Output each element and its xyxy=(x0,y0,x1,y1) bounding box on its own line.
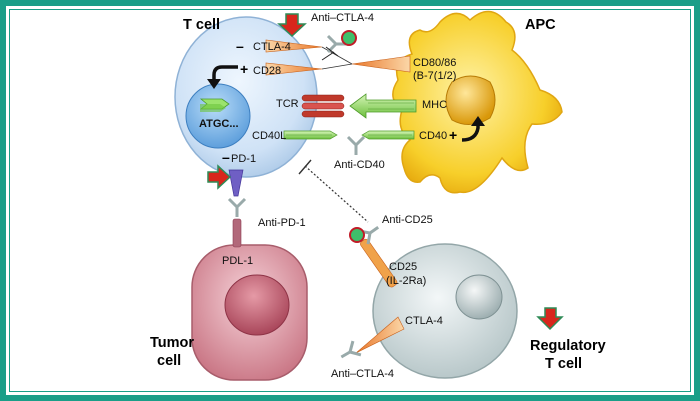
anti-ctla4-bottom-antibody-icon xyxy=(340,340,362,359)
tumor-cell-label-line1: Tumor xyxy=(150,335,194,351)
cd28-label: CD28 xyxy=(253,65,281,77)
anti-ctla4-bottom-label: Anti–CTLA-4 xyxy=(331,368,394,380)
treg-suppression-bar xyxy=(298,159,312,175)
anti-ctla4-drug-conjugate xyxy=(341,30,357,46)
cd80-86-label-line2: (B-7(1/2) xyxy=(413,70,456,82)
tcr-receptor xyxy=(301,94,345,118)
anti-ctla4-top-label: Anti–CTLA-4 xyxy=(311,12,374,24)
pd1-minus-sign: – xyxy=(222,149,230,165)
t-cell-nucleus xyxy=(185,83,251,149)
ctla4-inhibition-line xyxy=(325,46,339,57)
pdl1-ligand xyxy=(232,218,242,248)
tcr-label: TCR xyxy=(276,98,299,110)
t-cell-label: T cell xyxy=(183,17,220,33)
cd28-binding-line xyxy=(321,63,353,70)
mhc-molecule xyxy=(349,93,417,119)
anti-cd25-label: Anti-CD25 xyxy=(382,214,433,226)
anti-pd1-antibody-icon xyxy=(227,197,247,217)
ctla4-treg-label: CTLA-4 xyxy=(405,315,443,327)
treg-cell-nucleus xyxy=(455,274,503,320)
apc-label: APC xyxy=(525,17,556,33)
cd25-receptor xyxy=(360,238,398,288)
pd1-label: PD-1 xyxy=(231,153,256,165)
ctla4-label: CTLA-4 xyxy=(253,41,291,53)
pd1-receptor xyxy=(228,169,244,197)
anti-pd1-label: Anti-PD-1 xyxy=(258,217,306,229)
apc-nucleus xyxy=(445,75,496,125)
cd80-86-label-line1: CD80/86 xyxy=(413,57,456,69)
cd40l-ligand xyxy=(283,130,338,140)
cd40-receptor xyxy=(361,130,415,140)
pdl1-label: PDL-1 xyxy=(222,255,253,267)
tumor-cell-nucleus xyxy=(224,274,290,336)
right-arrow-icon xyxy=(207,164,232,190)
anti-cd40-label: Anti-CD40 xyxy=(334,159,385,171)
cd25-label-line1: CD25 xyxy=(389,261,417,273)
tumor-cell-label-line2: cell xyxy=(157,353,181,369)
ctla4-inhibition-bar xyxy=(321,51,335,61)
cd40-label: CD40 xyxy=(419,130,447,142)
ctla4-minus-sign: – xyxy=(236,38,244,54)
cd80-86-ligand xyxy=(351,55,411,73)
atgc-label: ATGC... xyxy=(199,118,239,130)
treg-suppression-line xyxy=(304,165,369,223)
mhc-label: MHC xyxy=(422,99,447,111)
cd40-plus-sign: + xyxy=(449,127,457,143)
anti-cd25-drug-conjugate xyxy=(349,227,365,243)
treg-label-line1: Regulatory xyxy=(530,338,606,354)
frame-inner-border xyxy=(9,9,691,392)
down-arrow-icon xyxy=(277,13,307,38)
ctla4-treg-receptor xyxy=(355,316,405,354)
treg-label-line2: T cell xyxy=(545,356,582,372)
cd28-receptor xyxy=(265,62,323,76)
ctla4-receptor xyxy=(265,39,323,53)
curved-arrow-icon xyxy=(461,116,485,142)
cd40l-label: CD40L xyxy=(252,130,286,142)
curved-arrow-icon xyxy=(207,65,238,89)
cd28-plus-sign: + xyxy=(240,61,248,77)
cd25-label-line2: (IL-2Ra) xyxy=(386,275,426,287)
dna-strand-icon xyxy=(199,98,230,112)
anti-cd40-antibody-icon xyxy=(346,135,366,155)
down-arrow-icon xyxy=(536,307,564,331)
